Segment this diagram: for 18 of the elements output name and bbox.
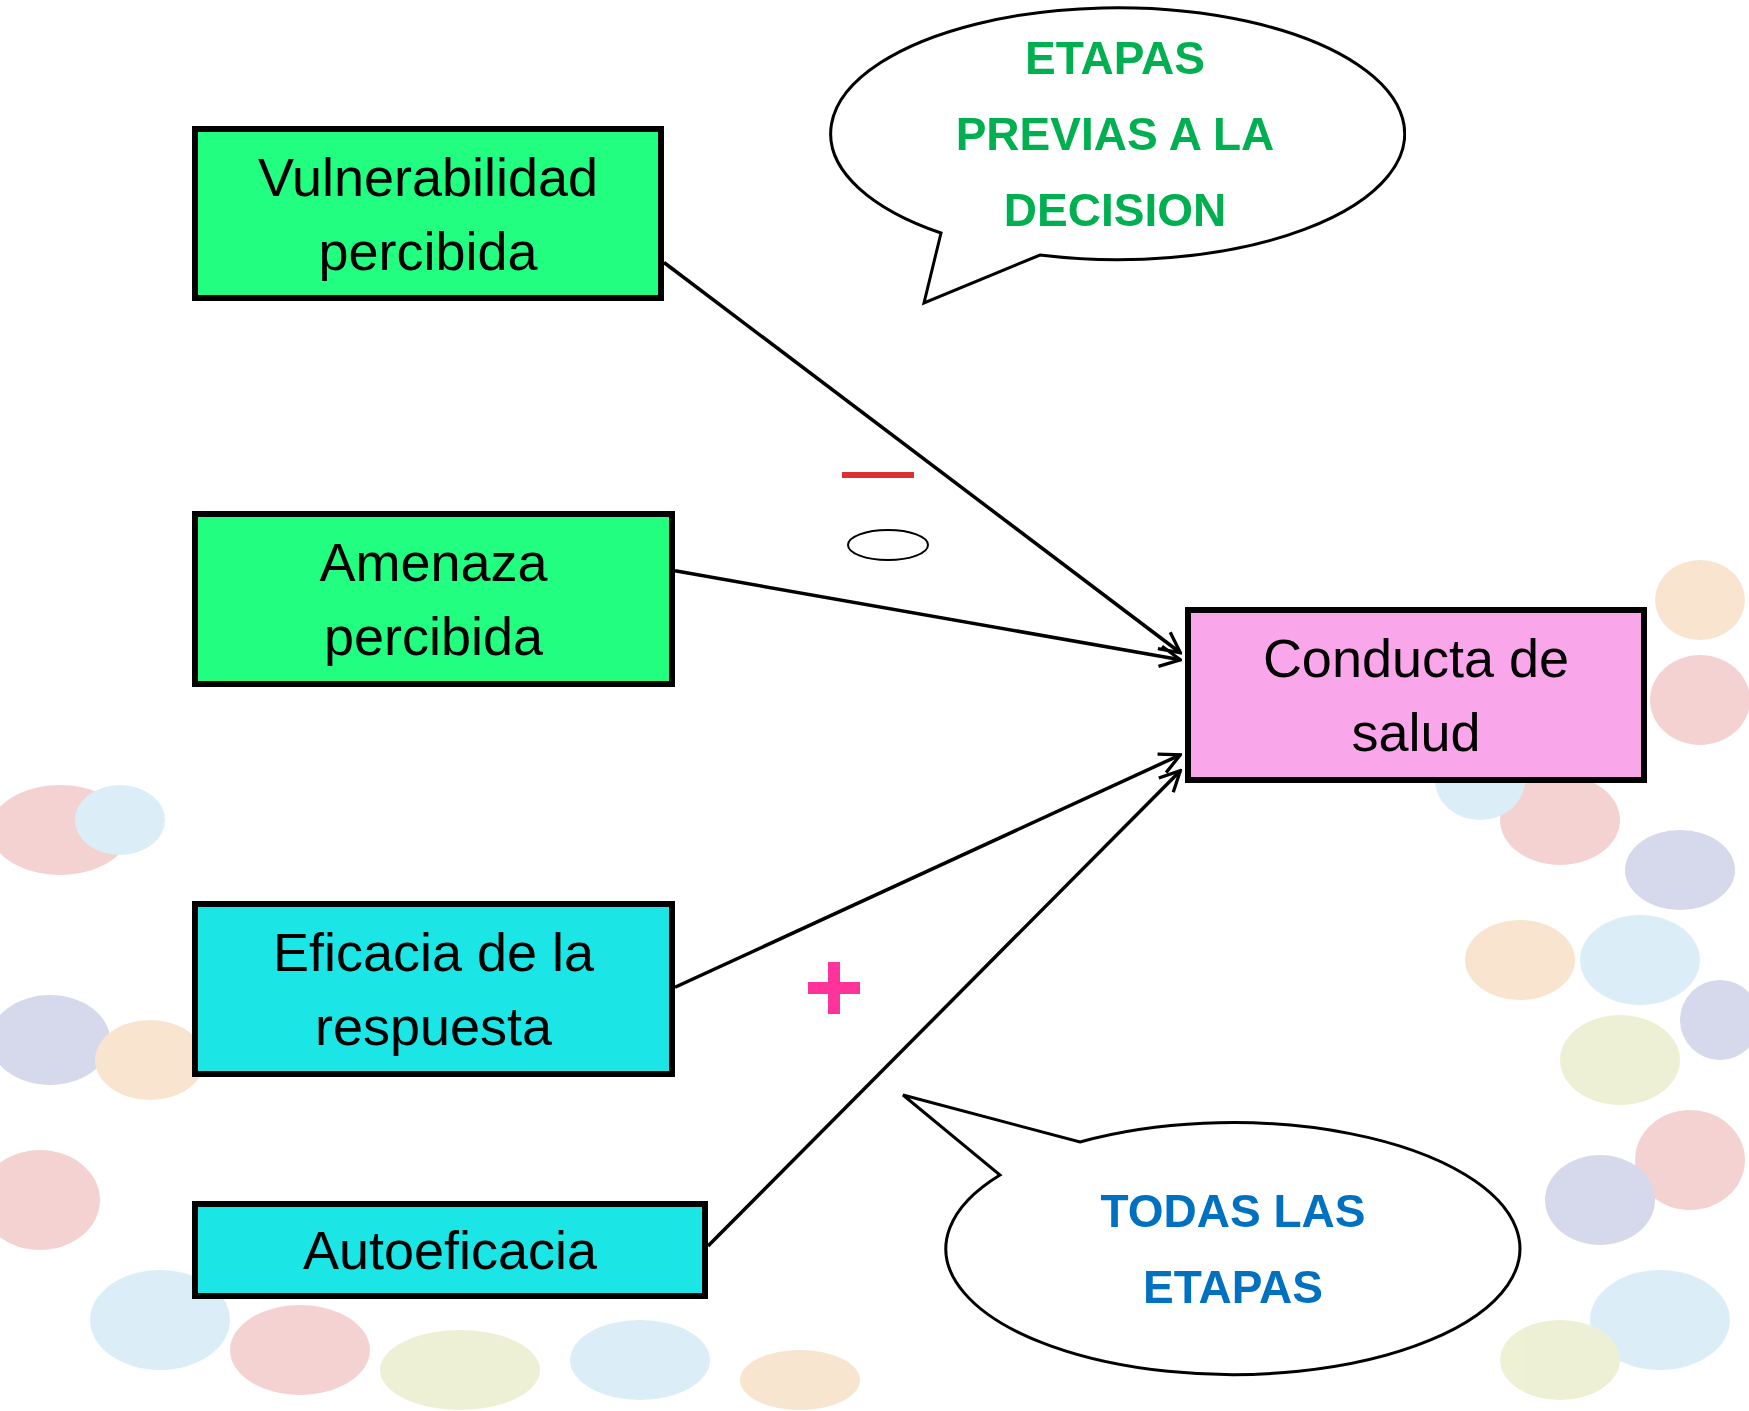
concept-box [192, 511, 675, 687]
arrow [706, 769, 1182, 1248]
concept-box [192, 126, 664, 301]
box-label: Vulnerabilidad percibida [257, 145, 599, 283]
bubble-text: TODAS LAS ETAPAS [1099, 1184, 1367, 1315]
arrow [662, 261, 1182, 655]
oval-mark [847, 529, 929, 561]
concept-box [1185, 607, 1647, 783]
arrow [674, 752, 1182, 989]
box-label: Conducta de salud [1261, 627, 1571, 764]
box-label: Amenaza percibida [318, 531, 549, 668]
box-label: Autoeficacia [302, 1219, 598, 1282]
box-label: Eficacia de la respuesta [271, 921, 596, 1058]
speech-bubble [826, 6, 1406, 306]
concept-box [192, 1201, 708, 1299]
arrow [674, 569, 1182, 668]
bubble-text: ETAPAS PREVIAS A LA DECISION [954, 31, 1276, 238]
concept-box [192, 901, 675, 1077]
